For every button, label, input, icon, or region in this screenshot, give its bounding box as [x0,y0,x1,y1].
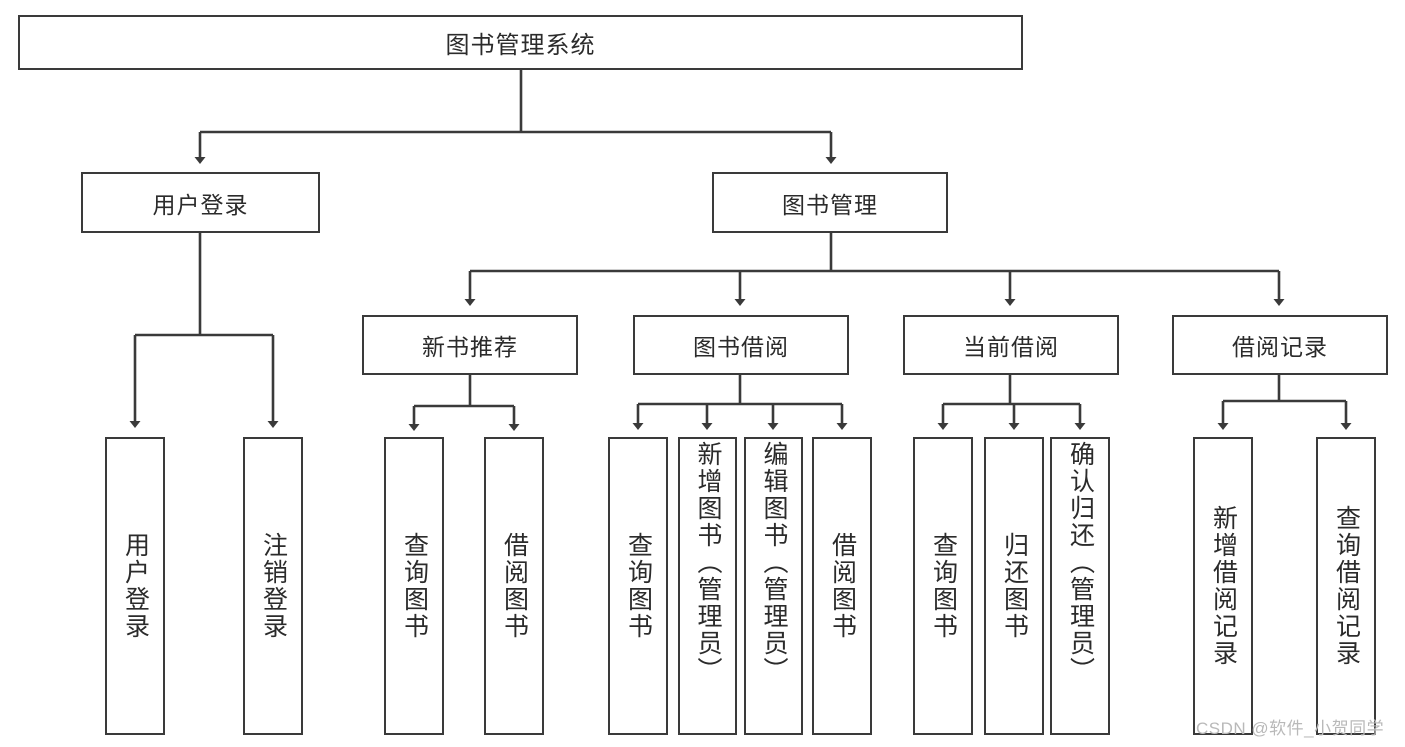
leaf-label: 新增借阅记录 [1209,505,1238,667]
leaf-label: 借阅图书 [500,532,529,640]
node-label: 新书推荐 [422,334,518,360]
leaf-add-book-admin[interactable]: 新增图书（管理员） [678,437,737,735]
node-label: 用户登录 [152,191,249,218]
leaf-return-book[interactable]: 归还图书 [984,437,1044,735]
node-label: 图书管理 [782,191,878,218]
leaf-label: 编辑图书（管理员） [760,441,788,684]
leaf-logout[interactable]: 注销登录 [243,437,303,735]
csdn-watermark: CSDN @软件_小贺同学 [1196,714,1384,739]
node-label: 当前借阅 [963,334,1059,360]
leaf-confirm-return-admin[interactable]: 确认归还（管理员） [1050,437,1110,735]
leaf-borrow-book-recommend[interactable]: 借阅图书 [484,437,544,735]
leaf-label: 归还图书 [1000,532,1029,640]
node-book-management[interactable]: 图书管理 [712,172,948,233]
node-label: 借阅记录 [1232,334,1328,360]
leaf-borrow-book[interactable]: 借阅图书 [812,437,872,735]
leaf-label: 新增图书（管理员） [694,441,722,684]
leaf-label: 注销登录 [259,532,288,640]
leaf-query-book-recommend[interactable]: 查询图书 [384,437,444,735]
leaf-label: 用户登录 [121,532,150,640]
node-new-book-recommend[interactable]: 新书推荐 [362,315,578,375]
node-borrow-record[interactable]: 借阅记录 [1172,315,1388,375]
leaf-label: 借阅图书 [828,532,857,640]
leaf-label: 查询图书 [929,532,958,640]
leaf-query-borrow-record[interactable]: 查询借阅记录 [1316,437,1376,735]
node-user-login[interactable]: 用户登录 [81,172,320,233]
leaf-label: 查询图书 [624,532,653,640]
leaf-user-login[interactable]: 用户登录 [105,437,165,735]
leaf-query-book-borrow[interactable]: 查询图书 [608,437,668,735]
leaf-edit-book-admin[interactable]: 编辑图书（管理员） [744,437,803,735]
node-label: 图书借阅 [693,334,789,360]
node-label: 图书管理系统 [445,32,596,59]
leaf-label: 查询借阅记录 [1332,505,1361,667]
leaf-label: 确认归还（管理员） [1066,441,1095,684]
leaf-query-book-current[interactable]: 查询图书 [913,437,973,735]
node-book-borrow[interactable]: 图书借阅 [633,315,849,375]
watermark-label: CSDN @软件_小贺同学 [1196,719,1385,738]
leaf-label: 查询图书 [400,532,429,640]
leaf-add-borrow-record[interactable]: 新增借阅记录 [1193,437,1253,735]
node-current-borrow[interactable]: 当前借阅 [903,315,1119,375]
node-root-system[interactable]: 图书管理系统 [18,15,1023,70]
